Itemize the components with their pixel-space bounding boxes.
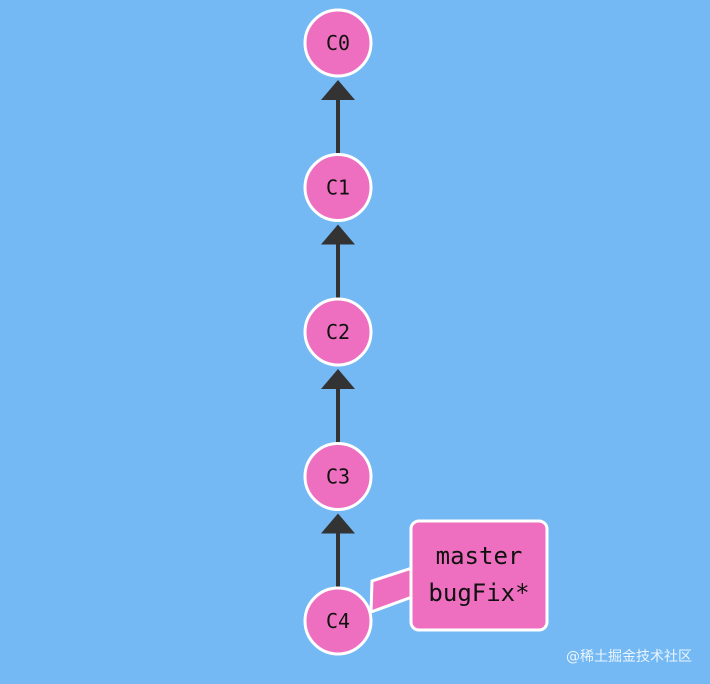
commit-node-c0: C0 bbox=[303, 8, 373, 78]
watermark: @稀土掘金技术社区 bbox=[566, 649, 692, 665]
commit-circle bbox=[303, 8, 373, 78]
commit-node-c4: C4 bbox=[303, 586, 373, 656]
branch-label-box bbox=[409, 519, 549, 632]
commit-node-c2: C2 bbox=[303, 297, 373, 367]
commit-label: C1 bbox=[326, 176, 350, 200]
commit-label: C2 bbox=[326, 320, 350, 344]
commit-circle bbox=[303, 586, 373, 656]
commit-circle bbox=[303, 153, 373, 222]
branch-label-bugfix: bugFix* bbox=[428, 579, 529, 607]
branch-pointer-arrow bbox=[369, 566, 414, 614]
commit-circle bbox=[303, 442, 373, 511]
commit-edges bbox=[321, 80, 355, 588]
commit-circle bbox=[303, 297, 373, 367]
commit-node-c1: C1 bbox=[303, 153, 373, 222]
arrowhead-icon bbox=[321, 369, 355, 389]
arrowhead-icon bbox=[321, 224, 355, 245]
arrowhead-icon bbox=[321, 513, 355, 534]
arrowhead-icon bbox=[321, 80, 355, 100]
branch-label-master: master bbox=[436, 542, 523, 570]
commit-label: C0 bbox=[326, 31, 350, 55]
commit-label: C4 bbox=[326, 609, 350, 633]
branch-label: master bugFix* bbox=[369, 519, 549, 632]
commit-node-c3: C3 bbox=[303, 442, 373, 511]
commit-label: C3 bbox=[326, 465, 350, 489]
